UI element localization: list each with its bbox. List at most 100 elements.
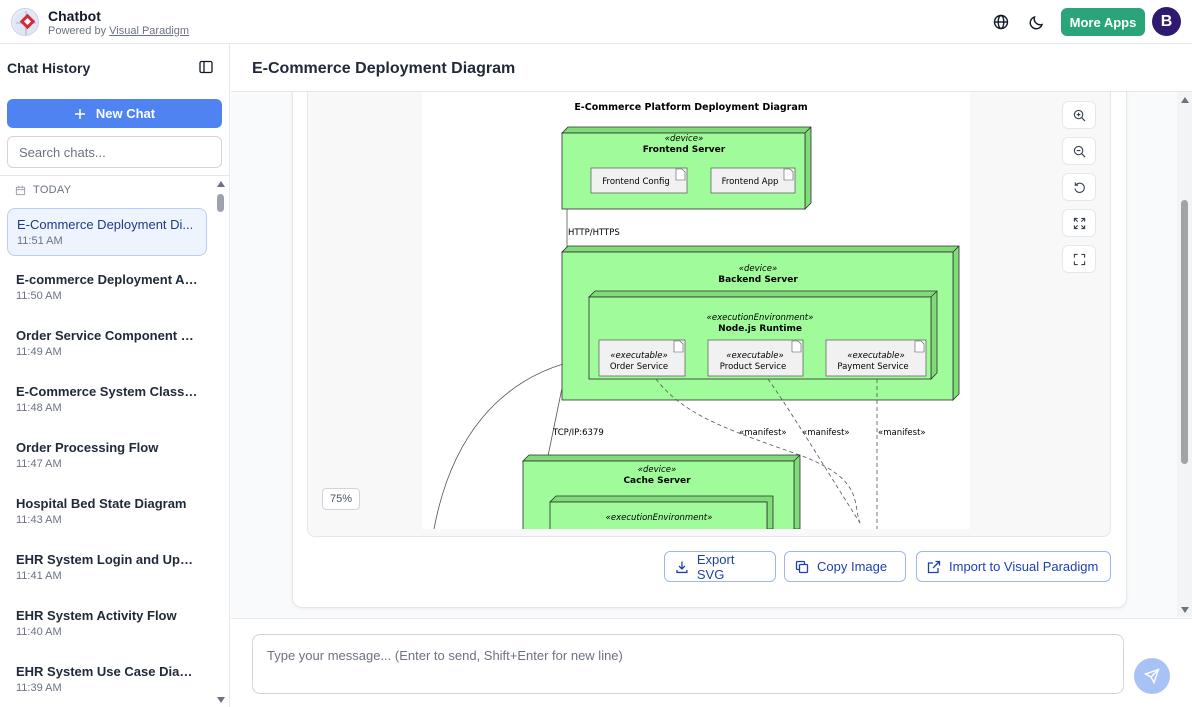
chat-time: 11:41 AM	[16, 570, 62, 582]
zoom-out-icon	[1073, 145, 1085, 157]
chat-time: 11:51 AM	[17, 235, 63, 247]
cache-stereotype: «device»	[638, 465, 676, 475]
message-input[interactable]	[252, 634, 1124, 694]
chat-time: 11:50 AM	[16, 290, 62, 302]
chat-time: 11:40 AM	[16, 626, 62, 638]
chat-title: EHR System Use Case Diagram	[16, 664, 198, 679]
chat-content: E-Commerce Platform Deployment Diagram «…	[231, 92, 1177, 617]
fit-to-screen-button[interactable]	[1062, 209, 1096, 237]
download-icon	[676, 561, 688, 573]
app-subtitle: Powered by Visual Paradigm	[48, 25, 189, 37]
export-svg-button[interactable]: Export SVG	[664, 551, 776, 582]
search-chats-input[interactable]	[7, 136, 222, 168]
sidebar-toggle-icon[interactable]	[198, 59, 214, 75]
manifest-label: «manifest»	[878, 428, 926, 438]
chat-item[interactable]: EHR System Activity Flow 11:40 AM	[7, 600, 207, 648]
artifact-label: Frontend App	[722, 177, 779, 187]
chat-time: 11:48 AM	[16, 402, 62, 414]
chat-item[interactable]: Order Processing Flow 11:47 AM	[7, 432, 207, 480]
group-today: TODAY	[15, 184, 71, 196]
chat-title: EHR System Login and Upda...	[16, 552, 198, 567]
frontend-stereotype: «device»	[665, 134, 703, 144]
sidebar-divider	[0, 175, 229, 176]
chat-item[interactable]: E-commerce Deployment Ar... 11:50 AM	[7, 264, 207, 312]
main-scroll-thumb[interactable]	[1181, 200, 1188, 464]
manifest-link-product	[767, 378, 861, 524]
zoom-level-indicator: 75%	[322, 488, 360, 510]
zoom-in-icon	[1073, 109, 1085, 121]
artifact-frontend-app: Frontend App	[710, 167, 796, 194]
page-title: E-Commerce Deployment Diagram	[252, 60, 516, 77]
backend-name: Backend Server	[718, 275, 798, 285]
sidebar-scrollbar[interactable]	[216, 180, 226, 705]
main-scrollbar[interactable]	[1177, 92, 1192, 617]
chat-title: E-Commerce System Class Di...	[16, 384, 198, 399]
manifest-label: «manifest»	[802, 428, 850, 438]
scroll-up-arrow-icon[interactable]	[216, 180, 226, 188]
service-label: Product Service	[720, 362, 786, 372]
dark-mode-moon-icon[interactable]	[1026, 11, 1048, 33]
send-icon	[1144, 668, 1160, 684]
sidebar-scroll-thumb[interactable]	[217, 194, 224, 212]
copy-image-label: Copy Image	[817, 559, 888, 574]
new-chat-label: New Chat	[95, 106, 156, 121]
copy-image-button[interactable]: Copy Image	[784, 551, 906, 582]
copy-icon	[795, 560, 809, 573]
fullscreen-icon	[1073, 253, 1085, 265]
tcp-link-label: TCP/IP:6379	[552, 428, 604, 438]
frontend-server-node: «device» Frontend Server Frontend Config…	[561, 126, 812, 210]
fit-screen-icon	[1073, 217, 1085, 229]
plus-icon	[74, 108, 85, 119]
zoom-in-button[interactable]	[1062, 101, 1096, 129]
executable-payment-service: «executable» Payment Service	[825, 339, 927, 377]
scroll-up-arrow-icon[interactable]	[1180, 96, 1190, 104]
scroll-down-arrow-icon[interactable]	[1180, 606, 1190, 614]
exec-stereotype: «executable»	[610, 351, 668, 361]
chat-item[interactable]: EHR System Use Case Diagram 11:39 AM	[7, 656, 207, 704]
scroll-down-arrow-icon[interactable]	[216, 696, 226, 704]
user-avatar[interactable]: B	[1152, 7, 1181, 36]
main-header: E-Commerce Deployment Diagram	[231, 44, 1192, 92]
service-label: Payment Service	[837, 362, 908, 372]
chat-title: Order Service Component Di...	[16, 328, 198, 343]
chat-title: Hospital Bed State Diagram	[16, 496, 187, 511]
env-name: Node.js Runtime	[718, 324, 802, 334]
frontend-name: Frontend Server	[643, 145, 726, 155]
diagram-viewer[interactable]: E-Commerce Platform Deployment Diagram «…	[307, 92, 1111, 537]
export-svg-label: Export SVG	[696, 551, 735, 582]
reset-icon	[1073, 181, 1085, 193]
top-bar: Chatbot Powered by Visual Paradigm More …	[0, 0, 1192, 44]
chat-item[interactable]: E-Commerce System Class Di... 11:48 AM	[7, 376, 207, 424]
chat-time: 11:43 AM	[16, 514, 62, 526]
import-visual-paradigm-button[interactable]: Import to Visual Paradigm	[916, 551, 1111, 582]
executable-order-service: «executable» Order Service	[598, 339, 686, 377]
reset-view-button[interactable]	[1062, 173, 1096, 201]
chat-title: E-commerce Deployment Ar...	[16, 272, 198, 287]
artifact-frontend-config: Frontend Config	[590, 167, 688, 194]
chat-item[interactable]: Order Service Component Di... 11:49 AM	[7, 320, 207, 368]
zoom-out-button[interactable]	[1062, 137, 1096, 165]
visual-paradigm-link[interactable]: Visual Paradigm	[109, 25, 190, 37]
service-label: Order Service	[610, 362, 668, 372]
chat-item[interactable]: Hospital Bed State Diagram 11:43 AM	[7, 488, 207, 536]
new-chat-button[interactable]: New Chat	[7, 99, 222, 128]
fullscreen-button[interactable]	[1062, 245, 1096, 273]
nodejs-runtime-env: «executionEnvironment» Node.js Runtime «…	[588, 290, 938, 380]
language-globe-icon[interactable]	[990, 11, 1012, 33]
app-logo-icon	[11, 8, 39, 36]
chat-item[interactable]: E-Commerce Deployment Di... 11:51 AM	[7, 208, 207, 256]
import-visual-paradigm-label: Import to Visual Paradigm	[949, 559, 1099, 574]
more-apps-button[interactable]: More Apps	[1061, 8, 1145, 36]
chat-title: EHR System Activity Flow	[16, 608, 177, 623]
exec-stereotype: «executable»	[726, 351, 784, 361]
chat-time: 11:49 AM	[16, 346, 62, 358]
powered-by-text: Powered by	[48, 25, 107, 37]
chat-item[interactable]: EHR System Login and Upda... 11:41 AM	[7, 544, 207, 592]
calendar-icon	[15, 185, 26, 195]
backend-stereotype: «device»	[739, 264, 777, 274]
send-button[interactable]	[1134, 658, 1170, 694]
external-link-icon	[927, 560, 941, 573]
diagram-card: E-Commerce Platform Deployment Diagram «…	[292, 92, 1127, 608]
diagram-title: E-Commerce Platform Deployment Diagram	[574, 102, 807, 113]
group-today-label: TODAY	[33, 184, 72, 196]
